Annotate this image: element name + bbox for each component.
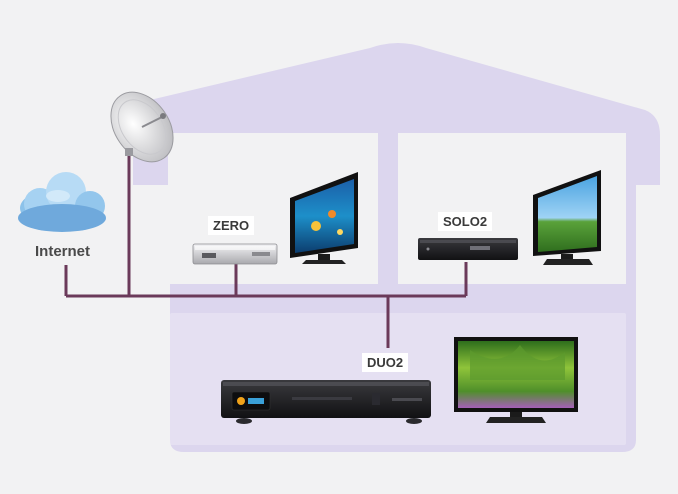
- solo2-room-tv-icon: [533, 170, 601, 265]
- cloud-icon: [18, 172, 106, 232]
- solo2-set-top-box-icon: [418, 238, 518, 260]
- zero-set-top-box-icon: [192, 243, 278, 265]
- zero-label: ZERO: [208, 216, 255, 235]
- internet-label: Internet: [35, 243, 91, 260]
- cable-network: [64, 150, 468, 348]
- zero-room-tv-icon: [290, 172, 358, 264]
- duo2-label: DUO2: [362, 353, 409, 372]
- satellite-dish-icon: [110, 91, 174, 163]
- solo2-label: SOLO2: [438, 212, 493, 231]
- duo2-room-tv-icon: [454, 337, 578, 423]
- duo2-set-top-box-icon: [221, 380, 431, 424]
